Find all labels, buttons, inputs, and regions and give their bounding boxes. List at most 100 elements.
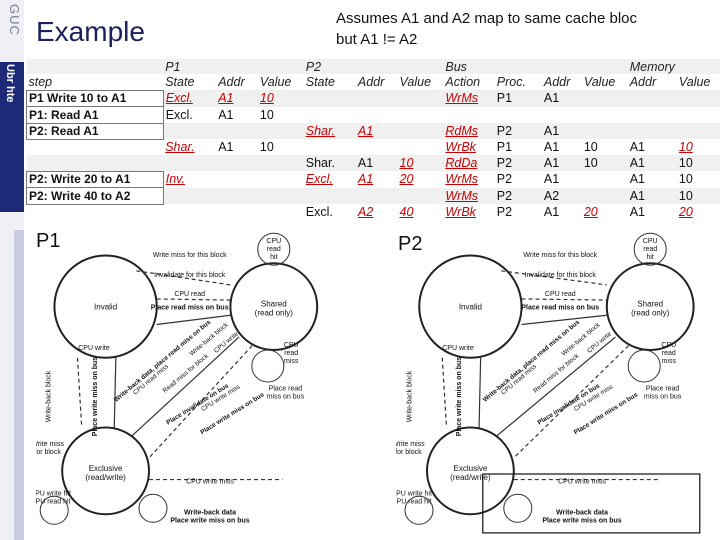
table-cell: Addr [629, 75, 657, 90]
table-cell: A1 [543, 91, 560, 106]
table-cell: WrMs [445, 91, 478, 106]
cpu-read-hit-label: hit [270, 254, 277, 261]
table-cell: A1 [629, 172, 646, 187]
invalidate-label: Invalidate for this block [525, 272, 597, 279]
transition-arrow [521, 298, 607, 301]
transition-arrow [441, 357, 448, 428]
table-cell: Value [399, 75, 432, 90]
table-cell [398, 59, 444, 74]
table-cell [258, 204, 304, 220]
transition-arrow [478, 357, 482, 428]
table-cell: Addr [543, 75, 571, 90]
writeback-data-label: Write-back data [556, 509, 608, 516]
table-cell [163, 155, 216, 171]
transition-arrow [521, 314, 607, 326]
table-cell: State [165, 75, 195, 90]
table-cell [216, 59, 258, 74]
table-cell [356, 139, 398, 155]
table-cell [398, 188, 444, 204]
table-cell [163, 204, 216, 220]
place-read-miss-label: miss on bus [267, 393, 305, 400]
table-cell: A1 [543, 124, 560, 139]
table-cell [216, 123, 258, 139]
table-cell: Excl. [305, 204, 333, 219]
table-cell [216, 171, 258, 187]
self-loop [257, 232, 291, 266]
table-cell [542, 107, 582, 123]
table-cell [356, 59, 398, 74]
exclusive-state [61, 426, 150, 516]
place-read-miss-label: Place read [269, 385, 303, 392]
table-cell: A2 [357, 204, 374, 219]
table-cell [628, 107, 677, 123]
place-read-miss-label: Place read miss on bus [151, 305, 229, 312]
sidebar-strip: Ubr hte [0, 62, 24, 212]
table-cell [27, 204, 164, 220]
table-cell [304, 139, 356, 155]
table-cell: 10 [678, 172, 693, 187]
table-cell [398, 90, 444, 106]
note-line-1: Assumes A1 and A2 map to same cache bloc [336, 10, 638, 27]
table-cell: Shar. [165, 140, 195, 155]
place-write-miss-label: Place write miss on bus [92, 357, 99, 436]
table-cell [304, 90, 356, 106]
table-cell: 10 [678, 140, 693, 155]
table-cell [582, 59, 628, 74]
table-cell [216, 155, 258, 171]
table-cell: A1 [629, 204, 646, 219]
invalid-state [418, 254, 523, 359]
table-cell: 20 [399, 172, 414, 187]
table-cell: A1 [543, 156, 560, 171]
table-cell: P1: Read A1 [26, 106, 164, 124]
table-cell: RdMs [445, 124, 479, 139]
table-cell: State [305, 75, 335, 90]
table-cell [582, 107, 628, 123]
table-cell: WrMs [445, 188, 478, 203]
table-cell [398, 139, 444, 155]
highlight-box [482, 473, 701, 534]
table-cell: Excl. [305, 172, 333, 187]
table-cell: A1 [543, 172, 560, 187]
table-cell: P2: Write 20 to A1 [26, 170, 164, 189]
table-cell: A1 [543, 140, 560, 155]
table-cell [495, 59, 542, 74]
table-cell: A1 [357, 172, 374, 187]
table-cell [216, 204, 258, 220]
table-cell: Shar. [305, 156, 335, 171]
self-loop [138, 493, 168, 523]
table-cell [356, 90, 398, 106]
table-cell: Value [678, 75, 711, 90]
table-cell: 10 [259, 107, 274, 122]
table-cell [258, 188, 304, 204]
self-loop [633, 232, 667, 266]
table-cell: P2: Write 40 to A2 [26, 187, 164, 205]
transition-arrow [136, 270, 231, 286]
table-cell: WrMs [445, 172, 478, 187]
exclusive-label: (read/write) [450, 473, 491, 482]
table-cell: 10 [583, 140, 598, 155]
table-cell [163, 188, 216, 204]
place-write-miss-label: Place write miss on bus [456, 357, 463, 436]
table-cell: Shar. [305, 124, 336, 139]
table-cell: A2 [543, 188, 560, 203]
table-cell: Proc. [496, 75, 526, 90]
place-read-miss-label: miss on bus [644, 393, 682, 400]
table-cell [304, 188, 356, 204]
table-cell: P1 [496, 91, 513, 106]
diagram-label-p1: P1 [36, 230, 61, 252]
table-cell [27, 155, 164, 171]
transition-arrow [76, 357, 83, 428]
cpu-read-miss-label: miss [662, 358, 677, 365]
transition-arrow [496, 336, 616, 437]
cpu-read-miss-label: CPU [284, 342, 299, 349]
table-cell: Value [259, 75, 292, 90]
table-cell: Action [445, 75, 481, 90]
table-cell [582, 171, 628, 187]
table-cell [27, 59, 164, 74]
